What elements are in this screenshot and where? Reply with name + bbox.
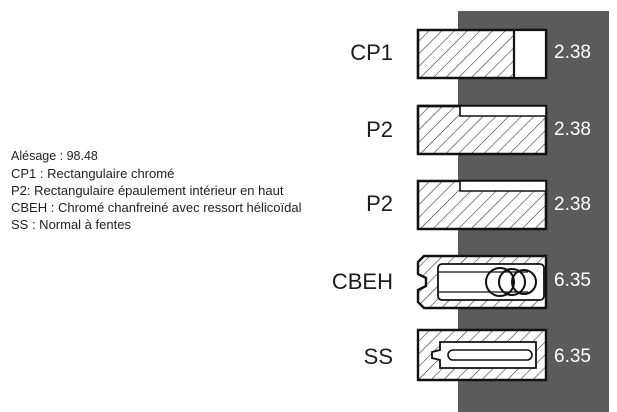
p2-ring-profile-second	[416, 179, 548, 231]
cbeh-width-value: 6.35	[554, 270, 591, 291]
ring-code-cp1: CP1	[350, 40, 393, 65]
legend-ss: SS : Normal à fentes	[11, 217, 131, 232]
ring-code-p2-second: P2	[366, 191, 393, 216]
cp1-width-value: 2.38	[554, 42, 591, 63]
legend-p2: P2: Rectangulaire épaulement intérieur e…	[11, 183, 284, 198]
ss-ring-profile	[416, 328, 548, 382]
p2-ring-profile-first	[416, 104, 548, 156]
p2-width-value-second: 2.38	[554, 194, 591, 215]
ring-legend: Alésage : 98.48 CP1 : Rectangulaire chro…	[11, 148, 341, 233]
cbeh-ring-profile	[416, 254, 548, 310]
ss-width-value: 6.35	[554, 346, 591, 367]
ring-code-ss: SS	[363, 344, 393, 369]
legend-cp1: CP1 : Rectangulaire chromé	[11, 166, 175, 181]
p2-width-value-first: 2.38	[554, 119, 591, 140]
bore-text: Alésage : 98.48	[11, 149, 98, 163]
ring-code-p2-first: P2	[366, 117, 393, 142]
legend-cbeh: CBEH : Chromé chanfreiné avec ressort hé…	[11, 200, 302, 215]
ring-code-cbeh: CBEH	[331, 269, 393, 294]
cp1-ring-profile	[416, 28, 548, 80]
